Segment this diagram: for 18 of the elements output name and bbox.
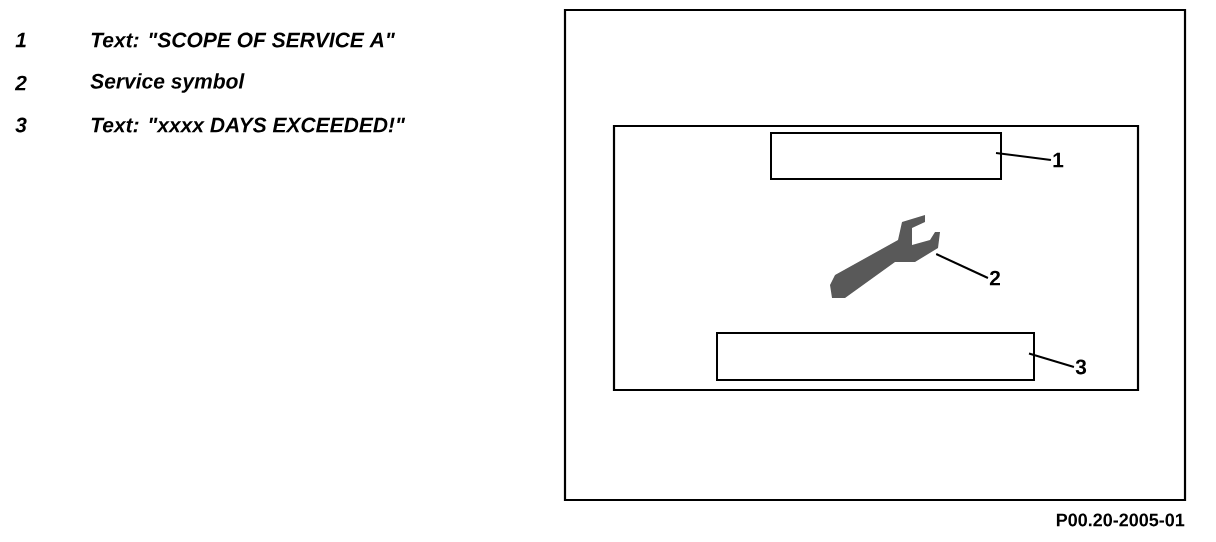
callout-number: 2 bbox=[989, 270, 1000, 286]
wrench-drawing bbox=[830, 215, 940, 298]
item-number: 2 bbox=[14, 75, 27, 91]
leader-line bbox=[1028, 352, 1075, 368]
item-description: Text: "xxxx DAYS EXCEEDED!" bbox=[91, 117, 406, 133]
display-box bbox=[612, 124, 1140, 392]
callout-number: 3 bbox=[1075, 359, 1087, 375]
item-number: 3 bbox=[15, 117, 27, 133]
leader-line bbox=[935, 253, 989, 279]
display-box bbox=[716, 332, 1035, 381]
display-box bbox=[563, 8, 1187, 502]
item-description: Text: "SCOPE OF SERVICE A" bbox=[91, 32, 396, 48]
display-box bbox=[770, 132, 1002, 180]
leader-line bbox=[995, 152, 1052, 161]
figure-code: P00.20-2005-01 bbox=[1056, 513, 1185, 527]
callout-number: 1 bbox=[1053, 152, 1064, 168]
item-description: Service symbol bbox=[90, 73, 245, 93]
item-number: 1 bbox=[15, 32, 26, 48]
